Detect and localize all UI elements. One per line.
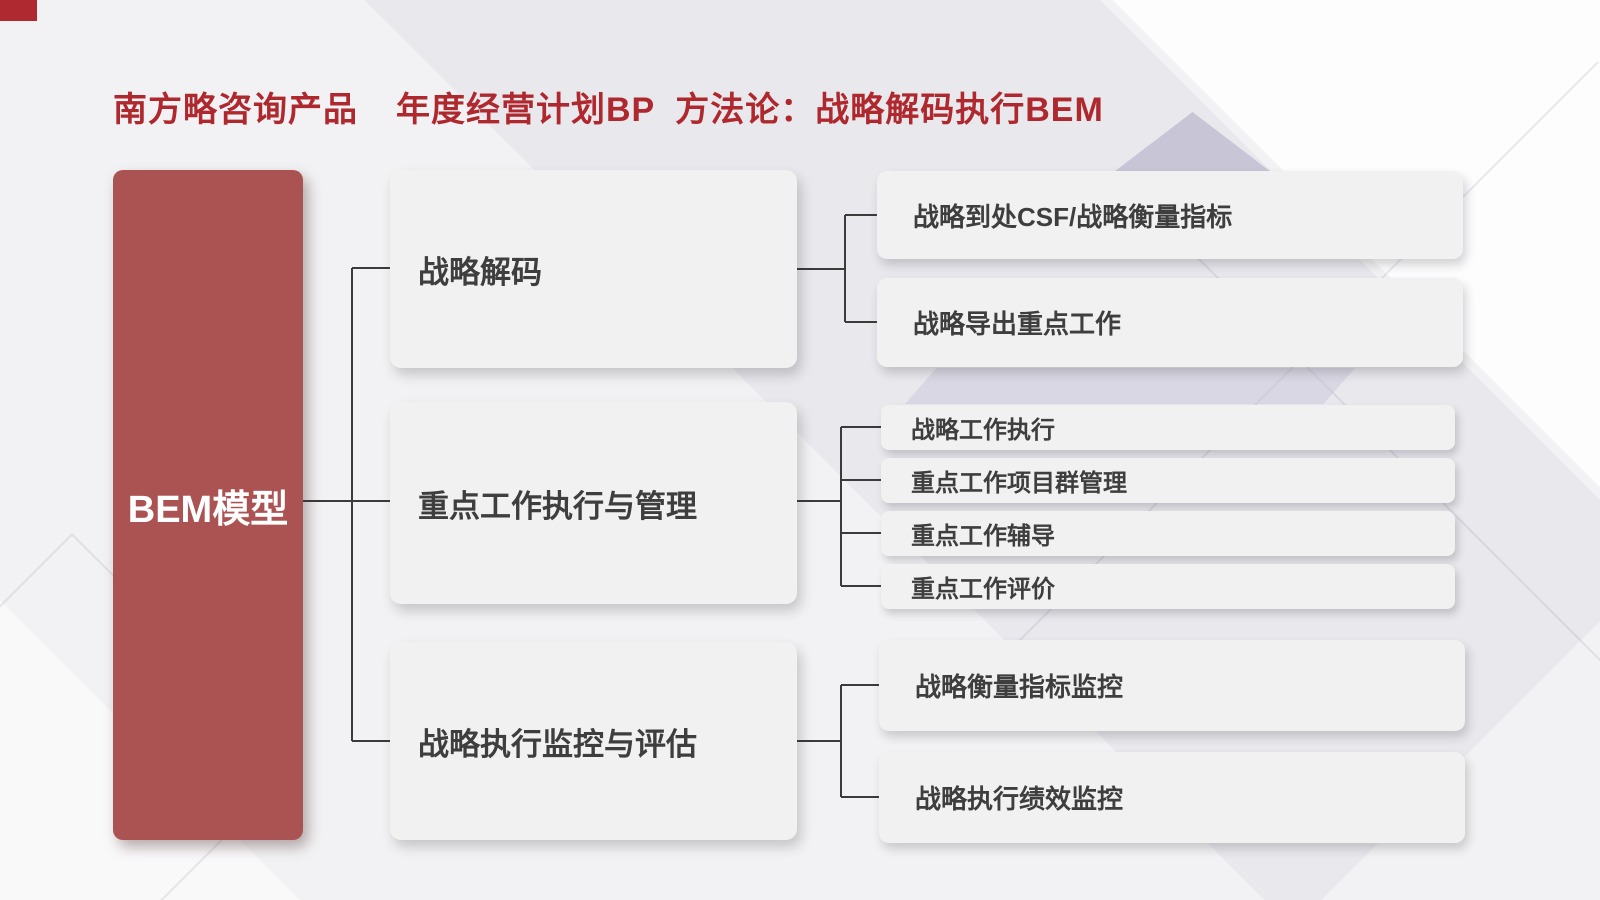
leaf-label: 战略工作执行 (911, 417, 1055, 444)
branch-node-strategy-decoding: 战略解码 (390, 170, 797, 368)
leaf-node-csf-metrics: 战略到处CSF/战略衡量指标 (877, 171, 1463, 259)
page-title: 南方略咨询产品年度经营计划BP 方法论：战略解码执行BEM (113, 82, 1104, 131)
title-methodology-segment: 方法论：战略解码执行BEM (675, 91, 1104, 129)
branch-label: 战略解码 (418, 254, 542, 290)
branch-label: 战略执行监控与评估 (418, 726, 697, 762)
leaf-node-strategy-work-execution: 战略工作执行 (881, 405, 1455, 450)
branch-node-key-work-execution: 重点工作执行与管理 (390, 402, 797, 604)
leaf-label: 战略衡量指标监控 (915, 672, 1124, 702)
leaf-label: 战略导出重点工作 (913, 309, 1122, 339)
connector-branch3-tree (797, 684, 879, 798)
title-product-segment: 南方略咨询产品 (113, 91, 358, 129)
leaf-label: 战略执行绩效监控 (915, 784, 1124, 814)
leaf-label: 重点工作辅导 (911, 523, 1055, 550)
leaf-label: 重点工作项目群管理 (911, 470, 1127, 497)
leaf-node-key-work-coaching: 重点工作辅导 (881, 511, 1455, 556)
leaf-label: 战略到处CSF/战略衡量指标 (913, 201, 1233, 232)
leaf-label: 重点工作评价 (911, 576, 1055, 603)
leaf-node-performance-monitoring: 战略执行绩效监控 (879, 752, 1465, 843)
bem-root-node: BEM模型 (113, 170, 303, 840)
leaf-node-key-work-evaluation: 重点工作评价 (881, 564, 1455, 609)
title-plan-segment: 年度经营计划BP (396, 91, 656, 129)
branch-label: 重点工作执行与管理 (418, 488, 697, 524)
branch-node-strategy-monitoring: 战略执行监控与评估 (390, 642, 797, 840)
connector-branch2-tree (797, 426, 881, 587)
connector-root-tree (303, 267, 390, 742)
leaf-node-metric-monitoring: 战略衡量指标监控 (879, 640, 1465, 731)
leaf-node-program-management: 重点工作项目群管理 (881, 458, 1455, 503)
bem-root-label: BEM模型 (127, 488, 289, 531)
leaf-node-derive-key-work: 战略导出重点工作 (877, 278, 1463, 367)
connector-branch1-tree (797, 214, 877, 323)
